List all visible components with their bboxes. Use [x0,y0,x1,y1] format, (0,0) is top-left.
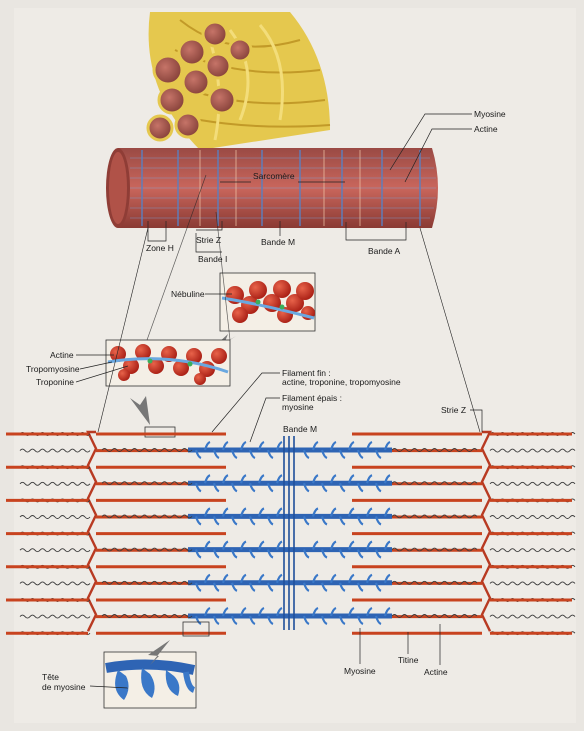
label-bande-m-bottom: Bande M [283,424,317,434]
label-zone-h: Zone H [146,243,174,253]
label-titine: Titine [398,655,419,665]
label-myosine-bottom: Myosine [344,666,376,676]
label-bande-a: Bande A [368,246,400,256]
label-sarcomere: Sarcomère [253,171,295,181]
label-bande-m-top: Bande M [261,237,295,247]
label-actine-mid: Actine [50,350,74,360]
label-actine-top: Actine [474,124,498,134]
label-filament-epais-2: myosine [282,402,314,412]
label-strie-z-bottom: Strie Z [441,405,466,415]
label-actine-bottom: Actine [424,667,448,677]
label-tropomyosine: Tropomyosine [26,364,80,374]
label-strie-z-top: Strie Z [196,235,221,245]
label-tete-2: de myosine [42,682,86,692]
label-tete-1: Tête [42,672,59,682]
label-troponine: Troponine [36,377,74,387]
label-nebuline: Nébuline [171,289,205,299]
label-bande-i: Bande I [198,254,227,264]
label-myosine-top: Myosine [474,109,506,119]
label-filament-fin-2: actine, troponine, tropomyosine [282,377,401,387]
